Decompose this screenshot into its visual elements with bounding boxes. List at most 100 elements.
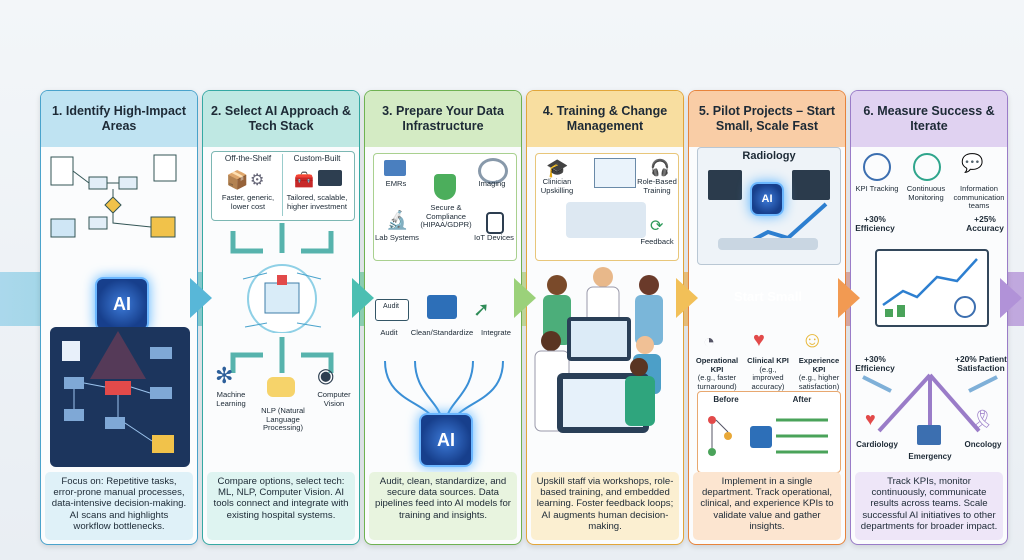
step-4-title: 4. Training & Change Management xyxy=(527,91,683,147)
heart-icon: ♥ xyxy=(753,329,765,351)
training-panel: 🎓 Clinician Upskilling 🎧 Role-Based Trai… xyxy=(535,153,679,261)
accuracy-metric: +25% Accuracy xyxy=(966,214,1004,233)
code-window-icon xyxy=(318,170,342,186)
clean-label: Clean/Standardize xyxy=(410,328,474,337)
step-3-card: 3. Prepare Your Data Infrastructure EMRs… xyxy=(364,90,522,545)
custom-desc: Tailored, scalable, higher investment xyxy=(286,193,348,211)
step-6-card: 6. Measure Success & Iterate 💬 KPI Track… xyxy=(850,90,1008,545)
smile-icon: ☺ xyxy=(801,327,824,352)
off-shelf-desc: Faster, generic, lower cost xyxy=(221,193,275,211)
washer-icon xyxy=(427,295,457,319)
step-4-card: 4. Training & Change Management 🎓 Clinic… xyxy=(526,90,684,545)
feedback-label: Feedback xyxy=(640,237,674,246)
integrate-arrow-icon: ➚ xyxy=(473,299,490,321)
custom-built-label: Custom-Built xyxy=(293,154,341,163)
step-3-description: Audit, clean, standardize, and secure da… xyxy=(369,472,517,540)
data-sources-panel: EMRs Imaging Secure & Compliance (HIPAA/… xyxy=(373,153,517,261)
presentation-board-icon xyxy=(594,158,636,188)
step-1-card: 1. Identify High-Impact Areas AI xyxy=(40,90,198,545)
emr-icon xyxy=(384,160,406,176)
emergency-building-icon xyxy=(917,425,941,445)
trend-arrow-icon xyxy=(718,202,828,250)
after-label: After xyxy=(792,395,812,404)
flow-arrow-5 xyxy=(838,278,860,318)
off-shelf-label: Off-the-Shelf xyxy=(224,154,272,163)
eye-icon: ◉ xyxy=(317,365,335,387)
efficiency-metric-2: +30% Efficiency xyxy=(855,354,895,373)
oncology-icon: 🎗 xyxy=(971,409,994,429)
role-label: Role-Based Training xyxy=(637,177,677,195)
emrs-label: EMRs xyxy=(385,179,407,188)
oncology-label: Oncology xyxy=(964,440,1002,449)
step-2-title: 2. Select AI Approach & Tech Stack xyxy=(203,91,359,147)
flow-arrow-3 xyxy=(514,278,536,318)
microscope-icon: 🔬 xyxy=(386,210,409,230)
monitoring-label: Continuous Monitoring xyxy=(906,184,946,202)
ai-model-chip: AI xyxy=(419,413,473,467)
audit-icon xyxy=(375,299,409,321)
iot-label: IoT Devices xyxy=(474,233,514,242)
classroom-image xyxy=(566,202,646,238)
shield-icon xyxy=(434,174,456,200)
step-2-card: 2. Select AI Approach & Tech Stack Off-t… xyxy=(202,90,360,545)
before-after-panel: Before After xyxy=(697,391,841,473)
step-5-description: Implement in a single department. Track … xyxy=(693,472,841,540)
gear-icon: ⚙ xyxy=(250,172,265,189)
step-4-description: Upskill staff via workshops, role-based … xyxy=(531,472,679,540)
step-2-description: Compare options, select tech: ML, NLP, C… xyxy=(207,472,355,540)
step-1-title: 1. Identify High-Impact Areas xyxy=(41,91,197,147)
toolbox-icon: 🧰 xyxy=(294,172,314,189)
chat-icon: 💬 xyxy=(961,153,984,173)
graduation-cap-icon: 🎓 xyxy=(546,158,569,178)
clinician-label: Clinician Upskilling xyxy=(540,177,574,195)
flow-arrow-1 xyxy=(190,278,212,318)
approach-comparison: Off-the-Shelf Custom-Built 📦 ⚙ 🧰 Faster,… xyxy=(211,151,355,221)
step-6-title: 6. Measure Success & Iterate xyxy=(851,91,1007,147)
gauge-icon: ◔ xyxy=(703,331,716,353)
flow-arrow-2 xyxy=(352,278,374,318)
clinical-kpi: Clinical KPI(e.g., improved accuracy) xyxy=(747,356,789,391)
feedback-cycle-icon: ⟳ xyxy=(650,218,664,235)
step-5-card: 5. Pilot Projects – Start Small, Scale F… xyxy=(688,90,846,545)
start-small-label: Start Small xyxy=(734,289,802,304)
ml-label: Machine Learning xyxy=(216,390,246,408)
cardiology-label: Cardiology xyxy=(856,440,898,449)
cv-label: Computer Vision xyxy=(317,390,351,408)
kpi-tracking-label: KPI Tracking xyxy=(855,184,899,193)
imaging-scanner-icon xyxy=(478,158,508,184)
efficiency-metric-1: +30% Efficiency xyxy=(855,214,895,233)
integrate-label: Integrate xyxy=(481,328,511,337)
dashboard-monitor xyxy=(875,249,989,327)
step-1-description: Focus on: Repetitive tasks, error-prone … xyxy=(45,472,193,540)
satisfaction-metric: +20% Patient Satisfaction xyxy=(955,354,1007,373)
network-icon: ✻ xyxy=(215,363,234,388)
ai-pilot-chip: AI xyxy=(750,182,784,216)
lab-label: Lab Systems xyxy=(375,233,419,242)
flow-arrow-6 xyxy=(1000,278,1022,318)
box-icon: 📦 xyxy=(226,170,249,190)
audit-label: Audit xyxy=(383,303,399,310)
step-3-title: 3. Prepare Your Data Infrastructure xyxy=(365,91,521,147)
flow-arrow-4 xyxy=(676,278,698,318)
info-comm-label: Information communication teams xyxy=(953,184,1005,211)
imaging-label: Imaging xyxy=(478,179,506,188)
scan-monitor-icon xyxy=(792,170,830,200)
audit-step-label: Audit xyxy=(380,328,398,337)
operational-kpi: Operational KPI(e.g., faster turnaround) xyxy=(695,356,739,391)
step-5-title: 5. Pilot Projects – Start Small, Scale F… xyxy=(689,91,845,147)
before-label: Before xyxy=(713,395,739,404)
step-6-description: Track KPIs, monitor continuously, commun… xyxy=(855,472,1003,540)
headset-icon: 🎧 xyxy=(650,160,670,177)
watch-icon xyxy=(486,212,504,234)
department-label: Radiology xyxy=(742,150,796,162)
chat-bubble-icon xyxy=(267,377,295,397)
xray-monitor-icon xyxy=(708,170,742,200)
experience-kpi: Experience KPI(e.g., higher satisfaction… xyxy=(798,356,840,391)
emergency-label: Emergency xyxy=(908,452,952,461)
secure-label: Secure & Compliance (HIPAA/GDPR) xyxy=(420,203,472,230)
radiology-panel: Radiology AI xyxy=(697,147,841,265)
cardiology-icon: ♥ xyxy=(865,409,876,429)
monitor-pulse-icon xyxy=(913,153,941,181)
nlp-label: NLP (Natural Language Processing) xyxy=(261,406,305,433)
kpi-magnifier-icon xyxy=(863,153,891,181)
